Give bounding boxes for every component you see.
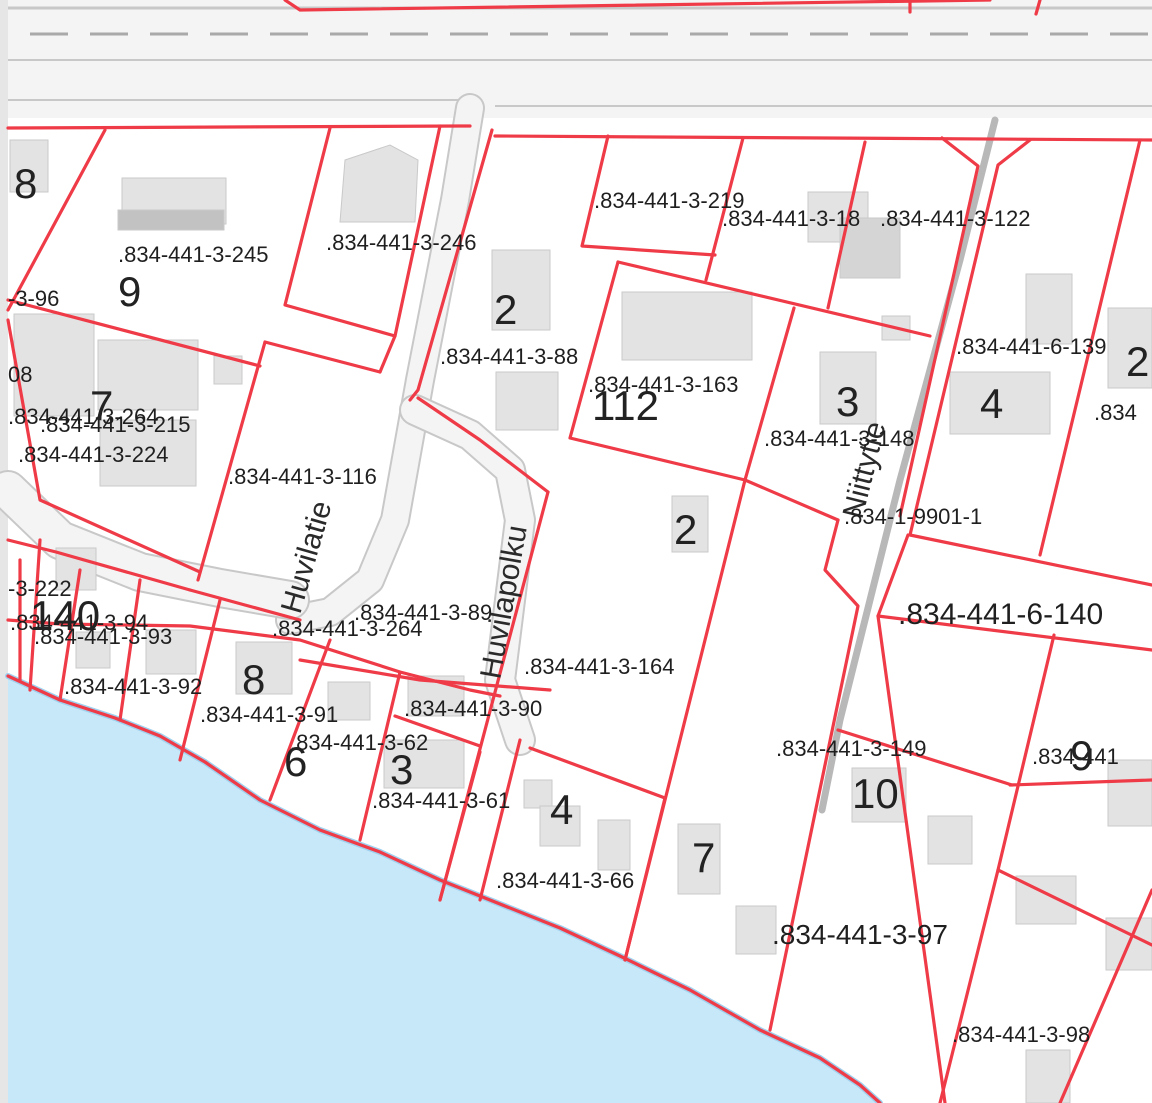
- house-number: 4: [980, 380, 1003, 427]
- parcel-label: .834-441-3-61: [372, 788, 510, 813]
- parcel-label: .834-441-3-149: [776, 736, 926, 761]
- parcel-label: .834-1-9901-1: [844, 504, 982, 529]
- parcel-id-labels: .834-441-3-219 .834-441-3-18 .834-441-3-…: [8, 188, 1137, 1047]
- parcel-label: .834-441-3-264: [272, 616, 422, 641]
- parcel-label: .834-441-3-264: [8, 404, 158, 429]
- house-number: 8: [242, 656, 265, 703]
- house-number: 2: [674, 506, 697, 553]
- parcel-label: .834-441-3-89: [354, 600, 492, 625]
- parcel-label: .834-441-3-116: [228, 464, 377, 489]
- parcel-label: -3-96: [8, 286, 59, 311]
- house-number: 7: [692, 834, 715, 881]
- parcel-label: .834-441-3-164: [524, 654, 674, 679]
- house-number: 9: [118, 268, 141, 315]
- house-number: 7: [90, 382, 113, 429]
- parcel-boundaries: [6, 0, 1152, 1103]
- parcel-label: .834-441-6-140: [898, 598, 1103, 631]
- parcel-label: .834-441-3-246: [326, 230, 476, 255]
- house-number: 10: [852, 770, 899, 817]
- house-number: 140: [30, 592, 100, 639]
- house-number: 2: [1126, 338, 1149, 385]
- parcel-label: .834-441-3-224: [18, 442, 168, 467]
- parcel-label: .834-441-3-245: [118, 242, 268, 267]
- parcel-label: .834-441-3-219: [594, 188, 744, 213]
- house-number: 6: [284, 738, 307, 785]
- parcel-label: .834-441-3-62: [290, 730, 428, 755]
- parcel-label: .834-441-3-88: [440, 344, 578, 369]
- map-edge: [0, 0, 8, 1103]
- parcel-label: .834-441-3-97: [772, 919, 948, 950]
- house-number: 3: [836, 378, 859, 425]
- parcel-label: .834-441-6-139: [956, 334, 1106, 359]
- parcel-label: .834-441-3-66: [496, 868, 634, 893]
- house-number: 4: [550, 786, 573, 833]
- parcel-label: .834-441-3-92: [64, 674, 202, 699]
- parcel-label: .834-441-3-94: [10, 610, 148, 635]
- parcel-label: .834-441-3-98: [952, 1022, 1090, 1047]
- house-number: 8: [14, 160, 37, 207]
- parcel-label: .834-441-3-90: [404, 696, 542, 721]
- main-road: [8, 0, 1152, 118]
- parcel-label: .834: [1094, 400, 1137, 425]
- house-number: 9: [1070, 732, 1093, 779]
- parcel-label: .834-441-3-93: [34, 624, 172, 649]
- house-number: 112: [592, 382, 659, 429]
- parcel-label: -3-222: [8, 576, 72, 601]
- house-number: 2: [494, 286, 517, 333]
- parcel-label: .834-441: [1032, 744, 1119, 769]
- parcel-label: .834-441-3-148: [764, 426, 914, 451]
- parcel-label: .834-441-3-215: [40, 412, 190, 437]
- parcel-label: .834-441-3-163: [588, 372, 738, 397]
- house-number: 3: [390, 746, 413, 793]
- parcel-label: .834-441-3-18: [722, 206, 860, 231]
- partial-label: 08: [8, 362, 32, 387]
- parcel-label: .834-441-3-91: [200, 702, 338, 727]
- house-number-labels: 8 9 2 112 3 4 2 7 2 140 8 6 3 4 7 10 9 0…: [8, 160, 1149, 881]
- parcel-label: .834-441-3-122: [880, 206, 1030, 231]
